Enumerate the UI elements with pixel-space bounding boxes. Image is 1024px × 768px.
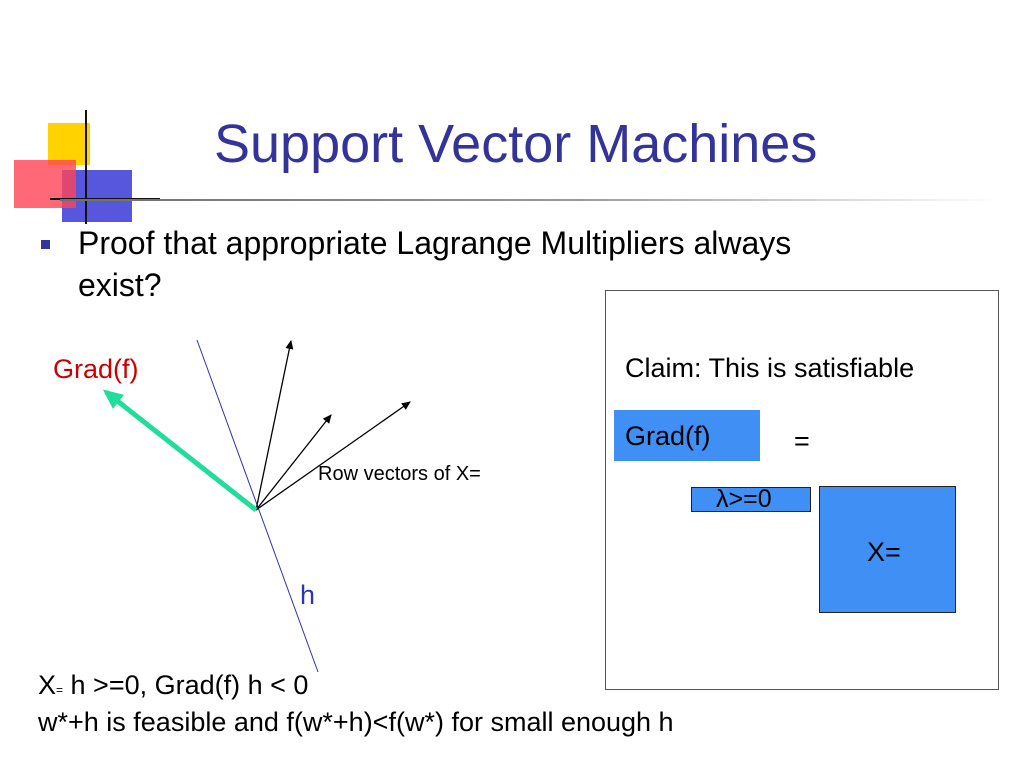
grad-f-rectangle [614,410,760,461]
bullet-square-icon [41,240,50,249]
bottom-line-1: X= h >=0, Grad(f) h < 0 [38,670,309,701]
bullet-text: Proof that appropriate Lagrange Multipli… [78,225,792,303]
logo-yellow-square [48,123,90,165]
h-label: h [300,580,316,610]
row-vector-arrow-3 [255,401,411,511]
hyperplane-line [196,339,319,673]
row-vector-arrow-1 [255,340,294,511]
grad-f-rectangle-label: Grad(f) [625,421,711,451]
x-matrix-label: X= [867,537,901,567]
equals-sign: = [794,426,810,456]
gradient-arrow [102,389,258,512]
row-vector-arrow-2 [255,414,332,511]
slide-title: Support Vector Machines [214,114,818,174]
title-underline [60,199,1000,201]
bottom-line-1-rest: h >=0, Grad(f) h < 0 [63,670,309,700]
bottom-line-2: w*+h is feasible and f(w*+h)<f(w*) for s… [38,707,674,737]
x-matrix-rectangle [819,486,956,613]
lambda-rectangle [691,487,811,512]
lambda-label: λ>=0 [716,485,772,513]
claim-text: Claim: This is satisfiable [625,353,915,383]
grad-f-label: Grad(f) [53,354,139,384]
row-vectors-label: Row vectors of X= [318,463,481,485]
x-symbol: X [38,670,57,700]
x-subscript: = [56,683,64,697]
